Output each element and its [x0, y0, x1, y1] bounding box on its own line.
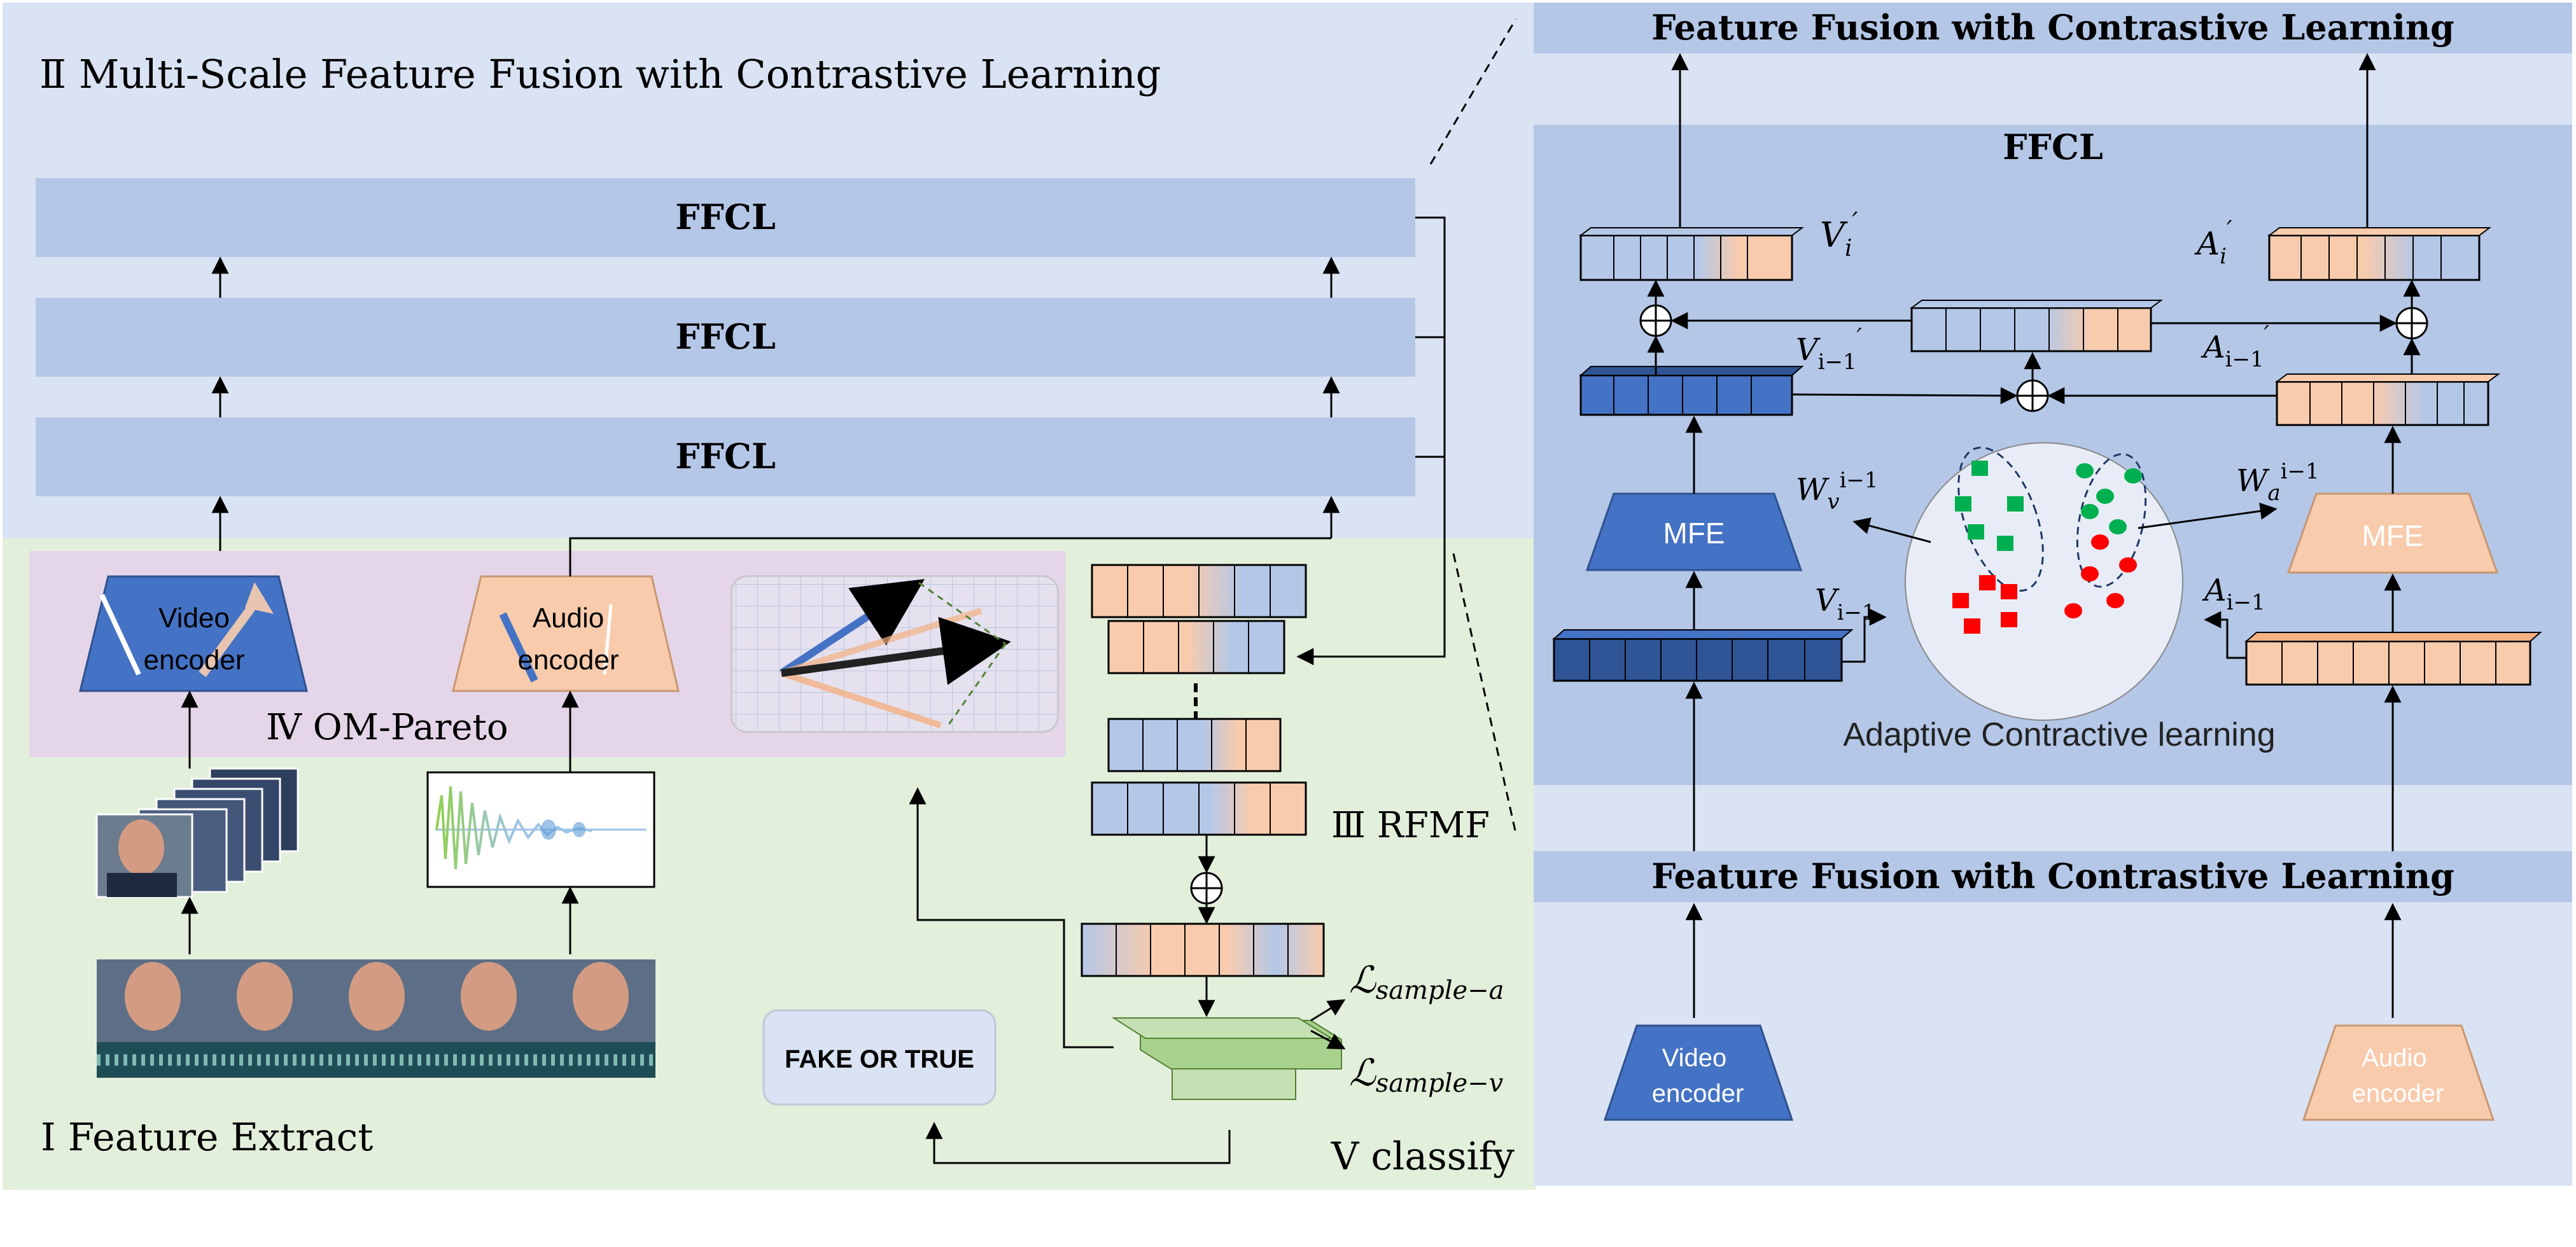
token-4: [1091, 781, 1307, 836]
a-im1-prime-label: Ai−1′: [2201, 322, 2269, 372]
fused-middle-token: [1910, 300, 2163, 352]
mfe-right-label: MFE: [2362, 519, 2423, 552]
ffcl-detail-title: FFCL: [2003, 127, 2103, 167]
bottom-video-encoder-label: Video encoder: [1652, 1044, 1744, 1108]
bottom-audio-encoder-label: Audio encoder: [2352, 1044, 2444, 1108]
ffcl-label-1: FFCL: [675, 197, 776, 237]
token-1: [1091, 564, 1307, 618]
fake-or-true-label: FAKE OR TRUE: [785, 1045, 974, 1073]
ffcl-band-1: [36, 178, 1415, 257]
classifier-head: [1111, 1017, 1342, 1100]
right-bottom-title-bar: [1534, 851, 2572, 902]
w-v-label: Wvi−1: [1796, 468, 1879, 515]
bottom-video-encoder-block: Video encoder: [1603, 1024, 1794, 1121]
oplus-middle-icon: [2016, 379, 2049, 412]
right-top-title: Feature Fusion with Contrastive Learning: [1651, 7, 2454, 48]
v-i-prime-label: Vi′: [1820, 207, 1858, 261]
oplus-vi-icon: [1639, 304, 1672, 337]
video-frames-thumbnail: [95, 767, 299, 898]
rfmf-token-stack: [1091, 564, 1307, 836]
v-im1-prime-token: [1579, 366, 1804, 416]
a-im1-token: [2244, 632, 2542, 686]
mfe-right-block: MFE: [2286, 492, 2499, 574]
v-im1-label: Vi−1: [1815, 583, 1876, 625]
a-i-prime-token: [2267, 227, 2491, 281]
loss-a-label: ℒsample−a: [1349, 958, 1504, 1005]
ffcl-label-2: FFCL: [675, 316, 776, 357]
ffcl-label-3: FFCL: [675, 436, 776, 477]
feature-extract-label: Ⅰ Feature Extract: [41, 1115, 373, 1160]
v-im1-prime-label: Vi−1′: [1796, 324, 1862, 375]
token-2: [1107, 620, 1285, 674]
v-im1-token: [1552, 629, 1854, 682]
fusion-oplus-icon: [1190, 872, 1223, 905]
film-strip-thumbnail: [97, 959, 655, 1078]
section2-title: Ⅱ Multi-Scale Feature Fusion with Contra…: [39, 51, 1161, 97]
mfe-left-label: MFE: [1663, 517, 1725, 550]
right-bottom-title: Feature Fusion with Contrastive Learning: [1651, 856, 2454, 896]
mfe-left-block: MFE: [1585, 492, 1803, 571]
fused-token: [1081, 923, 1325, 977]
token-3: [1107, 718, 1282, 772]
loss-v-label: ℒsample−v: [1349, 1051, 1504, 1098]
v-i-prime-token: [1579, 227, 1804, 281]
ompareto-label: Ⅳ OM-Pareto: [266, 707, 508, 748]
a-i-prime-label: Ai′: [2194, 216, 2232, 269]
right-top-title-bar: [1534, 3, 2572, 53]
ellipsis-dots: [1194, 683, 1198, 720]
audio-waveform-thumbnail: [426, 771, 655, 888]
pareto-grid-panel: [731, 575, 1059, 733]
ffcl-band-3: [36, 417, 1415, 496]
ffcl-stack: FFCL FFCL FFCL: [36, 178, 1446, 665]
classify-label: Ⅴ classify: [1331, 1134, 1515, 1179]
ffcl-band-2: [36, 298, 1415, 377]
w-a-label: Wai−1: [2236, 459, 2320, 506]
fake-or-true-output: FAKE OR TRUE: [762, 1009, 997, 1106]
a-im1-label: Ai−1: [2202, 573, 2265, 615]
oplus-ai-icon: [2395, 307, 2428, 340]
contrastive-cluster-circle: [1905, 442, 2183, 721]
bottom-audio-encoder-block: Audio encoder: [2302, 1024, 2495, 1121]
adaptive-label: Adaptive Contractive learning: [1843, 716, 2275, 753]
a-im1-prime-token: [2275, 373, 2500, 426]
rfmf-label: Ⅲ RFMF: [1331, 805, 1490, 846]
